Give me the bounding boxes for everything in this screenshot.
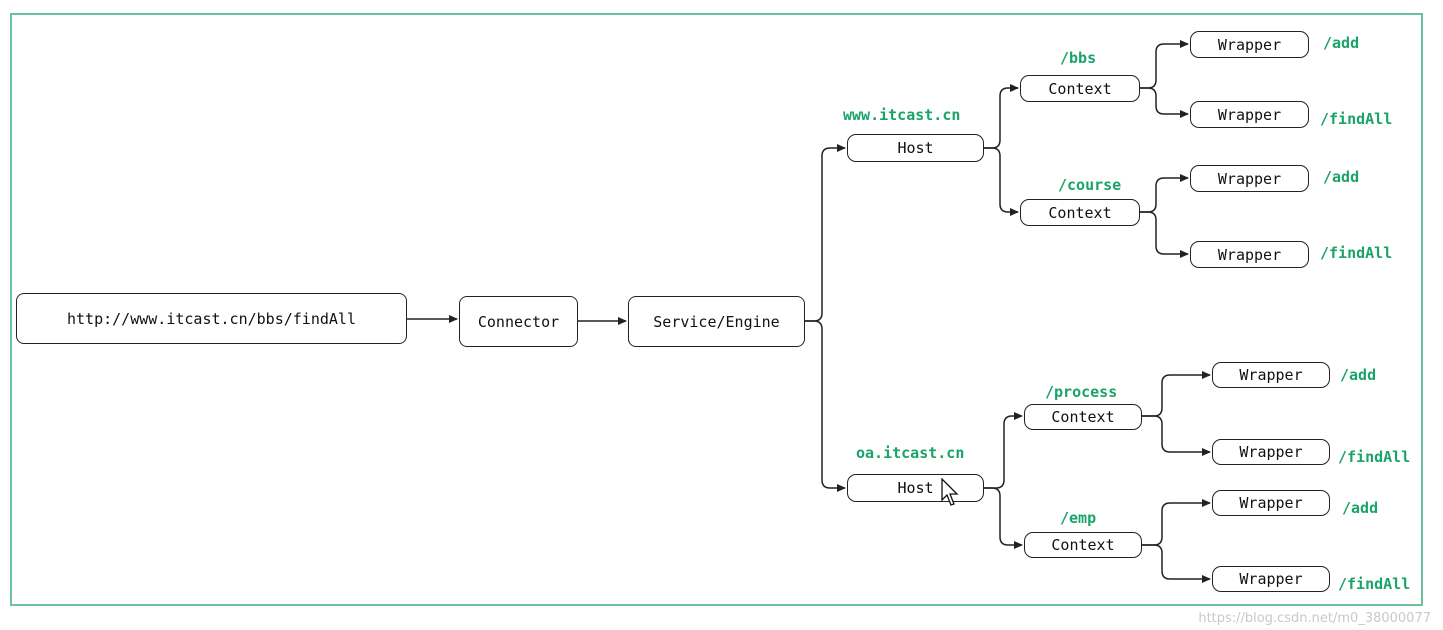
wrapper-label: Wrapper: [1217, 35, 1282, 54]
context-box: Context: [1020, 199, 1140, 226]
host-label: Host: [897, 139, 934, 157]
host-label: Host: [897, 479, 934, 497]
wrapper-box: Wrapper: [1190, 31, 1309, 58]
wrapper-box: Wrapper: [1212, 566, 1330, 592]
edge-engine-host-1: [805, 144, 846, 322]
host-box: Host: [847, 474, 984, 502]
edge-emp-wrapper-findall: [1142, 544, 1211, 583]
edge-host1-context-course: [984, 147, 1019, 216]
edge-emp-wrapper-add: [1142, 499, 1211, 546]
context-label: Context: [1051, 408, 1115, 426]
engine-label: Service/Engine: [653, 312, 780, 331]
context-path-label: /emp: [1060, 509, 1097, 527]
edge-process-wrapper-add: [1142, 371, 1211, 417]
context-box: Context: [1024, 532, 1142, 558]
wrapper-path-label: /findAll: [1338, 575, 1411, 593]
edge-process-wrapper-findall: [1142, 415, 1211, 456]
context-path-label: /bbs: [1060, 49, 1097, 67]
wrapper-label: Wrapper: [1217, 245, 1282, 264]
wrapper-label: Wrapper: [1239, 366, 1303, 384]
wrapper-box: Wrapper: [1212, 490, 1330, 516]
host-box: Host: [847, 134, 984, 162]
context-label: Context: [1048, 79, 1112, 98]
wrapper-path-label: /findAll: [1338, 448, 1411, 466]
wrapper-box: Wrapper: [1212, 362, 1330, 388]
wrapper-label: Wrapper: [1239, 570, 1303, 588]
wrapper-box: Wrapper: [1190, 165, 1309, 192]
wrapper-label: Wrapper: [1239, 494, 1303, 512]
wrapper-box: Wrapper: [1190, 101, 1309, 128]
host-domain-label: www.itcast.cn: [843, 106, 961, 124]
mouse-cursor-icon: [941, 478, 959, 506]
context-box: Context: [1024, 404, 1142, 430]
wrapper-label: Wrapper: [1239, 443, 1303, 461]
edge-engine-host-2: [805, 320, 846, 492]
context-path-label: /process: [1045, 383, 1118, 401]
edge-bbs-wrapper-add: [1140, 40, 1189, 89]
host-domain-label: oa.itcast.cn: [856, 444, 965, 462]
context-box: Context: [1020, 75, 1140, 102]
wrapper-path-label: /findAll: [1320, 244, 1393, 262]
connector-label: Connector: [477, 312, 560, 331]
request-url-box: http://www.itcast.cn/bbs/findAll: [16, 293, 407, 344]
wrapper-path-label: /add: [1323, 168, 1360, 186]
wrapper-path-label: /add: [1340, 366, 1377, 384]
diagram-frame: [10, 13, 1423, 606]
edge-host2-context-emp: [984, 487, 1023, 549]
edge-course-wrapper-add: [1140, 174, 1189, 213]
wrapper-label: Wrapper: [1217, 105, 1282, 124]
wrapper-label: Wrapper: [1217, 169, 1282, 188]
wrapper-path-label: /add: [1323, 34, 1360, 52]
context-label: Context: [1051, 536, 1115, 554]
edge-bbs-wrapper-findall: [1140, 87, 1189, 118]
edge-course-wrapper-findall: [1140, 211, 1189, 258]
wrapper-path-label: /findAll: [1320, 110, 1393, 128]
request-url-label: http://www.itcast.cn/bbs/findAll: [67, 309, 356, 328]
engine-box: Service/Engine: [628, 296, 805, 347]
edge-host2-context-process: [984, 412, 1023, 489]
connector-box: Connector: [459, 296, 578, 347]
watermark-text: https://blog.csdn.net/m0_38000077: [1198, 611, 1431, 626]
context-label: Context: [1048, 203, 1112, 222]
edge-host1-context-bbs: [984, 84, 1019, 149]
context-path-label: /course: [1058, 176, 1122, 194]
wrapper-box: Wrapper: [1190, 241, 1309, 268]
wrapper-box: Wrapper: [1212, 439, 1330, 465]
wrapper-path-label: /add: [1342, 499, 1379, 517]
